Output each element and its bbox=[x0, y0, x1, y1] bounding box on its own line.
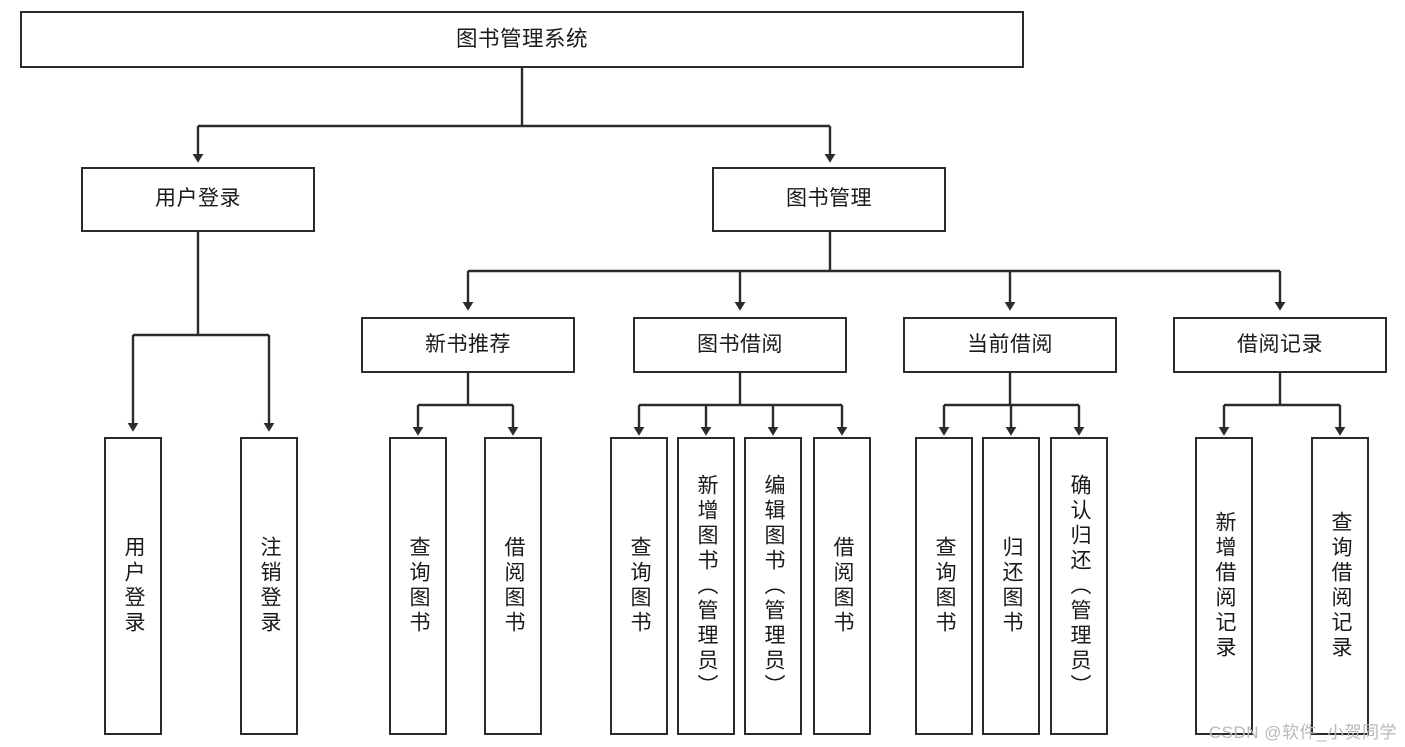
node-book-manage-label: 图书管理 bbox=[786, 187, 872, 211]
node-leaf-query-book-1[interactable]: 查询图书 bbox=[389, 437, 447, 735]
node-leaf-borrow-book-2-label: 借阅图书 bbox=[831, 536, 855, 636]
node-leaf-add-record[interactable]: 新增借阅记录 bbox=[1195, 437, 1253, 735]
node-leaf-query-book-2[interactable]: 查询图书 bbox=[610, 437, 668, 735]
node-leaf-confirm-return[interactable]: 确认归还（管理员） bbox=[1050, 437, 1108, 735]
node-new-book-rec[interactable]: 新书推荐 bbox=[361, 317, 575, 373]
node-leaf-return-book[interactable]: 归还图书 bbox=[982, 437, 1040, 735]
node-leaf-confirm-return-label: 确认归还（管理员） bbox=[1068, 473, 1092, 699]
node-user-login[interactable]: 用户登录 bbox=[81, 167, 315, 232]
node-book-borrow-label: 图书借阅 bbox=[697, 332, 783, 356]
node-current-borrow-label: 当前借阅 bbox=[967, 332, 1053, 356]
node-leaf-logout-label: 注销登录 bbox=[258, 536, 282, 636]
node-book-borrow[interactable]: 图书借阅 bbox=[633, 317, 847, 373]
node-leaf-edit-book-label: 编辑图书（管理员） bbox=[762, 473, 786, 699]
node-root-label: 图书管理系统 bbox=[455, 26, 588, 51]
node-leaf-user-login[interactable]: 用户登录 bbox=[104, 437, 162, 735]
node-leaf-user-login-label: 用户登录 bbox=[122, 536, 146, 636]
node-leaf-query-book-3-label: 查询图书 bbox=[933, 536, 957, 636]
node-leaf-logout[interactable]: 注销登录 bbox=[240, 437, 298, 735]
node-leaf-query-record-label: 查询借阅记录 bbox=[1329, 511, 1353, 661]
node-leaf-borrow-book-1-label: 借阅图书 bbox=[502, 536, 526, 636]
node-leaf-query-record[interactable]: 查询借阅记录 bbox=[1311, 437, 1369, 735]
node-root[interactable]: 图书管理系统 bbox=[20, 11, 1024, 68]
node-borrow-record[interactable]: 借阅记录 bbox=[1173, 317, 1387, 373]
node-current-borrow[interactable]: 当前借阅 bbox=[903, 317, 1117, 373]
node-leaf-edit-book[interactable]: 编辑图书（管理员） bbox=[744, 437, 802, 735]
node-leaf-add-book-label: 新增图书（管理员） bbox=[695, 473, 719, 699]
node-leaf-return-book-label: 归还图书 bbox=[1000, 536, 1024, 636]
node-leaf-borrow-book-2[interactable]: 借阅图书 bbox=[813, 437, 871, 735]
node-leaf-query-book-3[interactable]: 查询图书 bbox=[915, 437, 973, 735]
node-leaf-query-book-1-label: 查询图书 bbox=[407, 536, 431, 636]
node-leaf-add-book[interactable]: 新增图书（管理员） bbox=[677, 437, 735, 735]
node-leaf-query-book-2-label: 查询图书 bbox=[628, 536, 652, 636]
node-new-book-rec-label: 新书推荐 bbox=[425, 332, 511, 356]
node-book-manage[interactable]: 图书管理 bbox=[712, 167, 946, 232]
node-leaf-borrow-book-1[interactable]: 借阅图书 bbox=[484, 437, 542, 735]
node-borrow-record-label: 借阅记录 bbox=[1237, 332, 1323, 356]
watermark: CSDN @软件_小贺同学 bbox=[1208, 723, 1397, 742]
node-user-login-label: 用户登录 bbox=[155, 187, 241, 211]
node-leaf-add-record-label: 新增借阅记录 bbox=[1213, 511, 1237, 661]
